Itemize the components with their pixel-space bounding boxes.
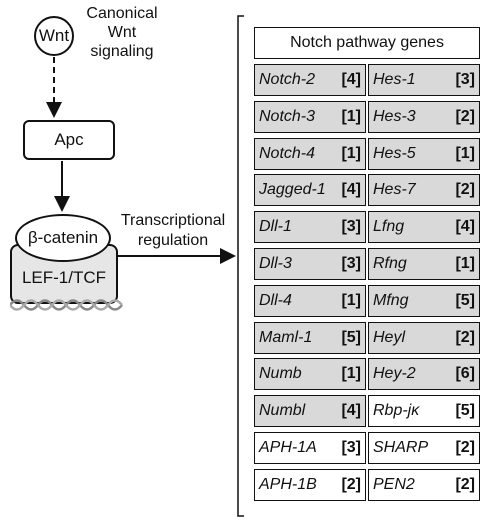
transcriptional-line: Transcriptional (120, 212, 226, 229)
gene-count: [2] (455, 108, 475, 125)
gene-cell: Rbp-jκ [5] (368, 395, 480, 427)
gene-cell: Hes-1 [3] (368, 64, 480, 96)
bracket (237, 15, 244, 517)
gene-name: Dll-4 (259, 292, 292, 309)
gene-cell: Notch-2 [4] (254, 64, 366, 96)
gene-cell: Numbl [4] (254, 395, 366, 427)
gene-cell: Hes-5 [1] (368, 138, 480, 170)
gene-name: APH-1A (259, 439, 317, 456)
gene-name: Jagged-1 (259, 181, 326, 198)
gene-count: [2] (455, 439, 475, 456)
gene-count: [5] (455, 292, 475, 309)
gene-count: [1] (341, 365, 361, 382)
lef-tcf-label: LEF-1/TCF (21, 268, 107, 287)
gene-cell: SHARP [2] (368, 432, 480, 464)
gene-cell: APH-1A [3] (254, 432, 366, 464)
gene-count: [2] (455, 329, 475, 346)
gene-table-header: Notch pathway genes (254, 27, 480, 59)
gene-table-title: Notch pathway genes (290, 34, 444, 51)
gene-count: [3] (455, 71, 475, 88)
apc-node: Apc (23, 120, 115, 160)
gene-cell: Hes-7 [2] (368, 174, 480, 206)
gene-name: Notch-3 (259, 108, 316, 125)
gene-count: [4] (341, 402, 361, 419)
gene-name: Rfng (373, 255, 407, 272)
gene-cell: Dll-3 [3] (254, 248, 366, 280)
gene-cell: Maml-1 [5] (254, 322, 366, 354)
gene-count: [2] (455, 181, 475, 198)
gene-cell: Dll-4 [1] (254, 285, 366, 317)
dna-strand-icon (10, 299, 123, 311)
gene-name: Mfng (373, 292, 409, 309)
gene-name: SHARP (373, 439, 429, 456)
gene-cell: Notch-3 [1] (254, 101, 366, 133)
wnt-line: Wnt (107, 24, 137, 41)
signaling-line: signaling (90, 43, 154, 60)
gene-cell: Hey-2 [6] (368, 358, 480, 390)
gene-name: Dll-3 (259, 255, 292, 272)
gene-cell: Lfng [4] (368, 211, 480, 243)
gene-name: Hes-3 (373, 108, 416, 125)
gene-name: Notch-4 (259, 145, 316, 162)
gene-name: Maml-1 (259, 329, 313, 346)
gene-count: [3] (341, 255, 361, 272)
gene-count: [1] (341, 108, 361, 125)
gene-count: [4] (455, 218, 475, 235)
gene-name: Hes-7 (373, 181, 416, 198)
gene-cell: Numb [1] (254, 358, 366, 390)
gene-name: PEN2 (373, 476, 415, 493)
beta-catenin-node: β-catenin (15, 214, 111, 262)
canonical-wnt-signaling-label: Canonical Wnt signaling (78, 4, 166, 61)
gene-name: Numbl (259, 402, 306, 419)
wnt-label: Wnt (38, 26, 70, 45)
gene-name: Numb (259, 365, 302, 382)
gene-name: Heyl (373, 329, 406, 346)
gene-cell: Mfng [5] (368, 285, 480, 317)
gene-cell: Rfng [1] (368, 248, 480, 280)
gene-name: Rbp-jκ (373, 402, 420, 419)
gene-count: [1] (341, 145, 361, 162)
wnt-node: Wnt (34, 16, 74, 56)
gene-cell: Hes-3 [2] (368, 101, 480, 133)
transcriptional-regulation-label: Transcriptional regulation (108, 211, 238, 251)
gene-count: [5] (455, 402, 475, 419)
gene-count: [2] (341, 476, 361, 493)
gene-name: Lfng (373, 218, 405, 235)
gene-name: Hes-5 (373, 145, 416, 162)
gene-count: [3] (341, 439, 361, 456)
gene-cell: Heyl [2] (368, 322, 480, 354)
canonical-line: Canonical (86, 5, 158, 22)
gene-count: [5] (341, 329, 361, 346)
gene-count: [4] (341, 181, 361, 198)
gene-count: [4] (341, 71, 361, 88)
gene-name: Hey-2 (373, 365, 416, 382)
gene-name: Notch-2 (259, 71, 316, 88)
gene-cell: Notch-4 [1] (254, 138, 366, 170)
gene-cell: PEN2 [2] (368, 469, 480, 501)
gene-count: [1] (455, 145, 475, 162)
gene-cell: APH-1B [2] (254, 469, 366, 501)
gene-count: [6] (455, 365, 475, 382)
gene-name: Hes-1 (373, 71, 416, 88)
gene-name: Dll-1 (259, 218, 292, 235)
gene-count: [1] (455, 255, 475, 272)
apc-label: Apc (54, 130, 84, 149)
gene-cell: Jagged-1 [4] (254, 174, 366, 206)
gene-cell: Dll-1 [3] (254, 211, 366, 243)
gene-count: [3] (341, 218, 361, 235)
beta-catenin-label: β-catenin (27, 228, 99, 247)
gene-count: [1] (341, 292, 361, 309)
gene-count: [2] (455, 476, 475, 493)
gene-name: APH-1B (259, 476, 317, 493)
regulation-line: regulation (137, 232, 209, 249)
